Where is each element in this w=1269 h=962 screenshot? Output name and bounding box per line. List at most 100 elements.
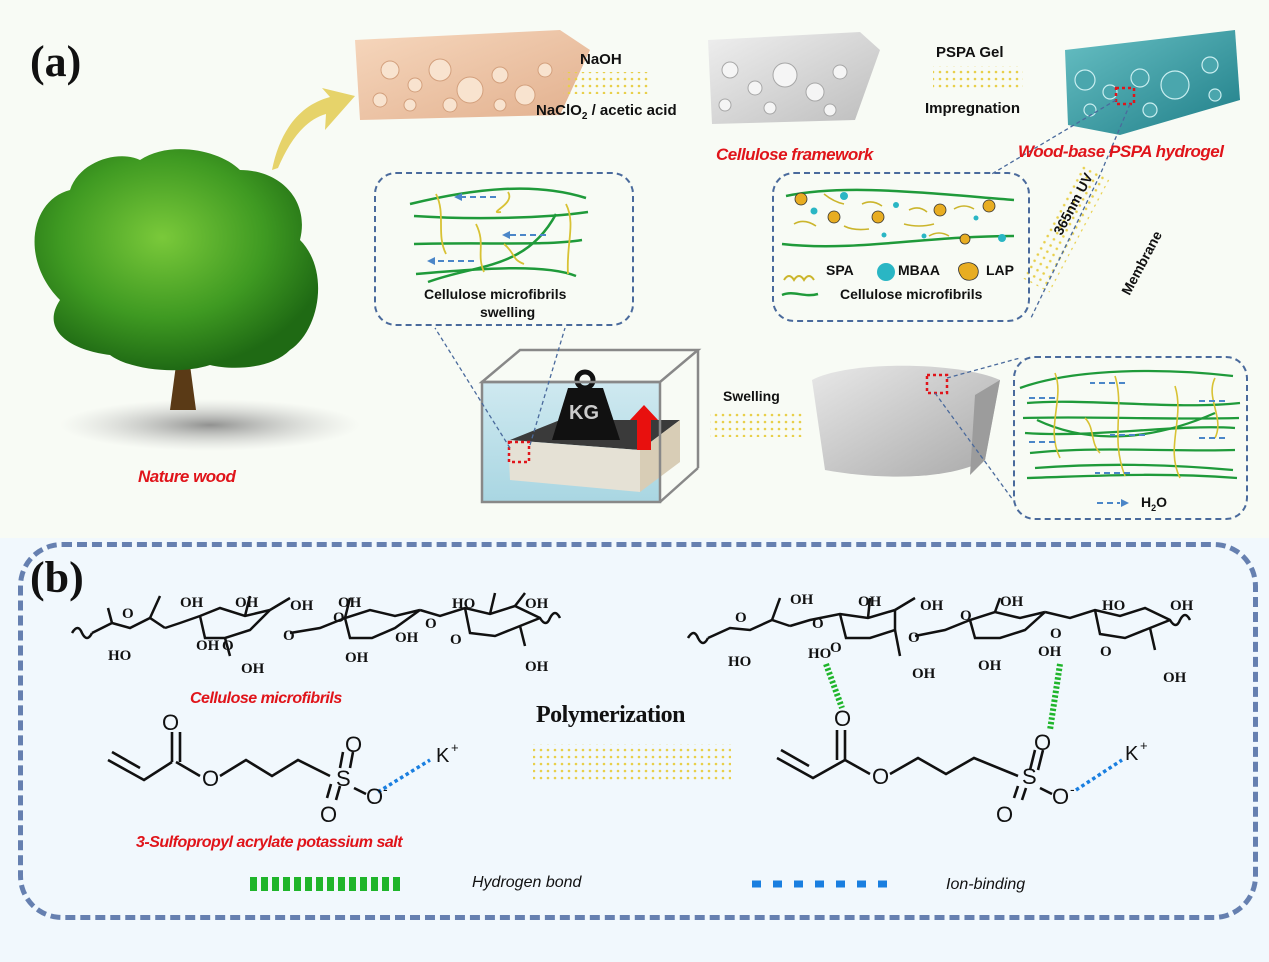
legend-lap-label: LAP xyxy=(986,262,1014,278)
legend-mbaa-label: MBAA xyxy=(898,262,940,278)
atom-oh: OH xyxy=(920,598,944,614)
atom-o: O xyxy=(830,640,842,656)
atom-o: O xyxy=(834,706,851,731)
atom-oh: OH xyxy=(1163,670,1187,686)
atom-oh: OH xyxy=(338,595,362,611)
polymerization-label: Polymerization xyxy=(536,702,685,728)
atom-o: O xyxy=(425,616,437,632)
cellulose-microfibrils-caption: Cellulose microfibrils xyxy=(190,690,342,707)
cellulose-framework-block xyxy=(708,32,880,124)
atom-ho: HO xyxy=(808,646,831,662)
atom-o: O xyxy=(1034,730,1051,755)
curved-arrow-icon xyxy=(272,88,355,170)
atom-o: O xyxy=(122,606,134,622)
naoh-arrow-icon xyxy=(563,72,651,94)
atom-ho: HO xyxy=(1102,598,1125,614)
charge-minus: - xyxy=(1070,781,1075,797)
lap-particle-icon xyxy=(958,262,979,281)
swelling-step-label: Swelling xyxy=(723,388,780,404)
cellulose-chain-left xyxy=(70,592,562,657)
atom-oh: OH xyxy=(345,650,369,666)
spa-chain-icon xyxy=(783,275,815,282)
atom-o: O xyxy=(996,802,1013,827)
panel-b: (b) O OH HO OH O OH OH OH O xyxy=(0,538,1269,962)
atom-oh: OH xyxy=(790,592,814,608)
monomer-right xyxy=(776,730,1053,801)
atom-o: O xyxy=(735,610,747,626)
atom-oh: OH xyxy=(196,638,220,654)
swelling-detail-box: Cellulose microfibrils swelling xyxy=(374,172,634,326)
swelling-box-subtitle: swelling xyxy=(480,304,536,320)
atom-oh: OH xyxy=(241,661,265,677)
panel-a: (a) xyxy=(30,30,1248,520)
atom-s: S xyxy=(336,766,351,791)
tree-canopy xyxy=(34,149,319,371)
ion-binding-line xyxy=(1075,758,1123,792)
swelling-arrow-icon xyxy=(710,413,802,437)
atom-oh: OH xyxy=(235,595,259,611)
hydrogel-caption: Wood-base PSPA hydrogel xyxy=(1018,142,1224,161)
up-arrow-icon xyxy=(630,405,658,450)
atom-o: O xyxy=(450,632,462,648)
atom-o: O xyxy=(202,766,219,791)
atom-oh: OH xyxy=(180,595,204,611)
atom-oh: OH xyxy=(525,596,549,612)
chemistry-drawing: O OH HO OH O OH OH OH O O OH OH OH O HO … xyxy=(70,592,1194,891)
legend-spa-label: SPA xyxy=(826,262,854,278)
weight-icon xyxy=(552,388,620,440)
tree-illustration xyxy=(34,30,1240,504)
atom-o: O xyxy=(283,628,295,644)
naoh-label: NaOH xyxy=(580,51,622,68)
impregnation-label: Impregnation xyxy=(925,100,1021,117)
panel-a-label: (a) xyxy=(30,37,82,86)
atom-ho: HO xyxy=(728,654,751,670)
charge-plus: + xyxy=(1140,738,1148,753)
atom-oh: OH xyxy=(858,594,882,610)
atom-o: O xyxy=(908,630,920,646)
monomer-caption: 3-Sulfopropyl acrylate potassium salt xyxy=(136,834,403,851)
atom-o: O xyxy=(162,710,179,735)
atom-o: O xyxy=(345,732,362,757)
polymerization-arrow-icon xyxy=(533,744,731,780)
atom-o: O xyxy=(812,616,824,632)
atom-k: K xyxy=(436,745,450,767)
charge-minus: - xyxy=(383,781,388,797)
atom-oh: OH xyxy=(1038,644,1062,660)
naclo2-label: NaClO2 / acetic acid xyxy=(536,102,677,122)
atom-o: O xyxy=(960,608,972,624)
atom-o: O xyxy=(1052,784,1069,809)
swollen-fibril-drawing xyxy=(1019,369,1241,507)
impregnation-arrow-icon xyxy=(933,66,1023,88)
atom-o: O xyxy=(1100,644,1112,660)
mbaa-sphere-icon xyxy=(877,263,895,281)
hydrogen-bond-legend-label: Hydrogen bond xyxy=(472,874,582,891)
hydrogel-block xyxy=(1065,30,1240,135)
atom-oh: OH xyxy=(525,659,549,675)
atom-oh: OH xyxy=(978,658,1002,674)
charge-plus: + xyxy=(451,740,459,755)
cellulose-chain-right xyxy=(686,596,1192,657)
atom-s: S xyxy=(1022,764,1037,789)
nature-wood-caption: Nature wood xyxy=(138,467,236,486)
weight-container xyxy=(478,348,702,504)
atom-oh: OH xyxy=(395,630,419,646)
uv-arrow-icon xyxy=(1022,163,1111,293)
atom-o: O xyxy=(320,802,337,827)
atom-o: O xyxy=(1050,626,1062,642)
hydrogen-bond-line xyxy=(1047,663,1063,731)
fibril-network-drawing xyxy=(781,188,1015,297)
swelling-box-title: Cellulose microfibrils xyxy=(424,286,567,302)
hydrogen-bond-line xyxy=(823,662,845,710)
cellulose-framework-caption: Cellulose framework xyxy=(716,145,873,164)
atom-oh: OH xyxy=(290,598,314,614)
pspa-gel-label: PSPA Gel xyxy=(936,44,1004,61)
ion-binding-legend-label: Ion-binding xyxy=(946,876,1026,893)
h2o-label: H2O xyxy=(1141,494,1168,513)
weight-label: KG xyxy=(569,402,599,424)
natural-wood-block xyxy=(355,30,590,120)
atom-oh: OH xyxy=(1000,594,1024,610)
atom-ho: HO xyxy=(108,648,131,664)
atom-oh: OH xyxy=(1170,598,1194,614)
composition-legend-box: SPA MBAA LAP Cellulose microfibrils xyxy=(772,172,1030,322)
water-flow-detail-box: H2O xyxy=(1013,356,1248,520)
